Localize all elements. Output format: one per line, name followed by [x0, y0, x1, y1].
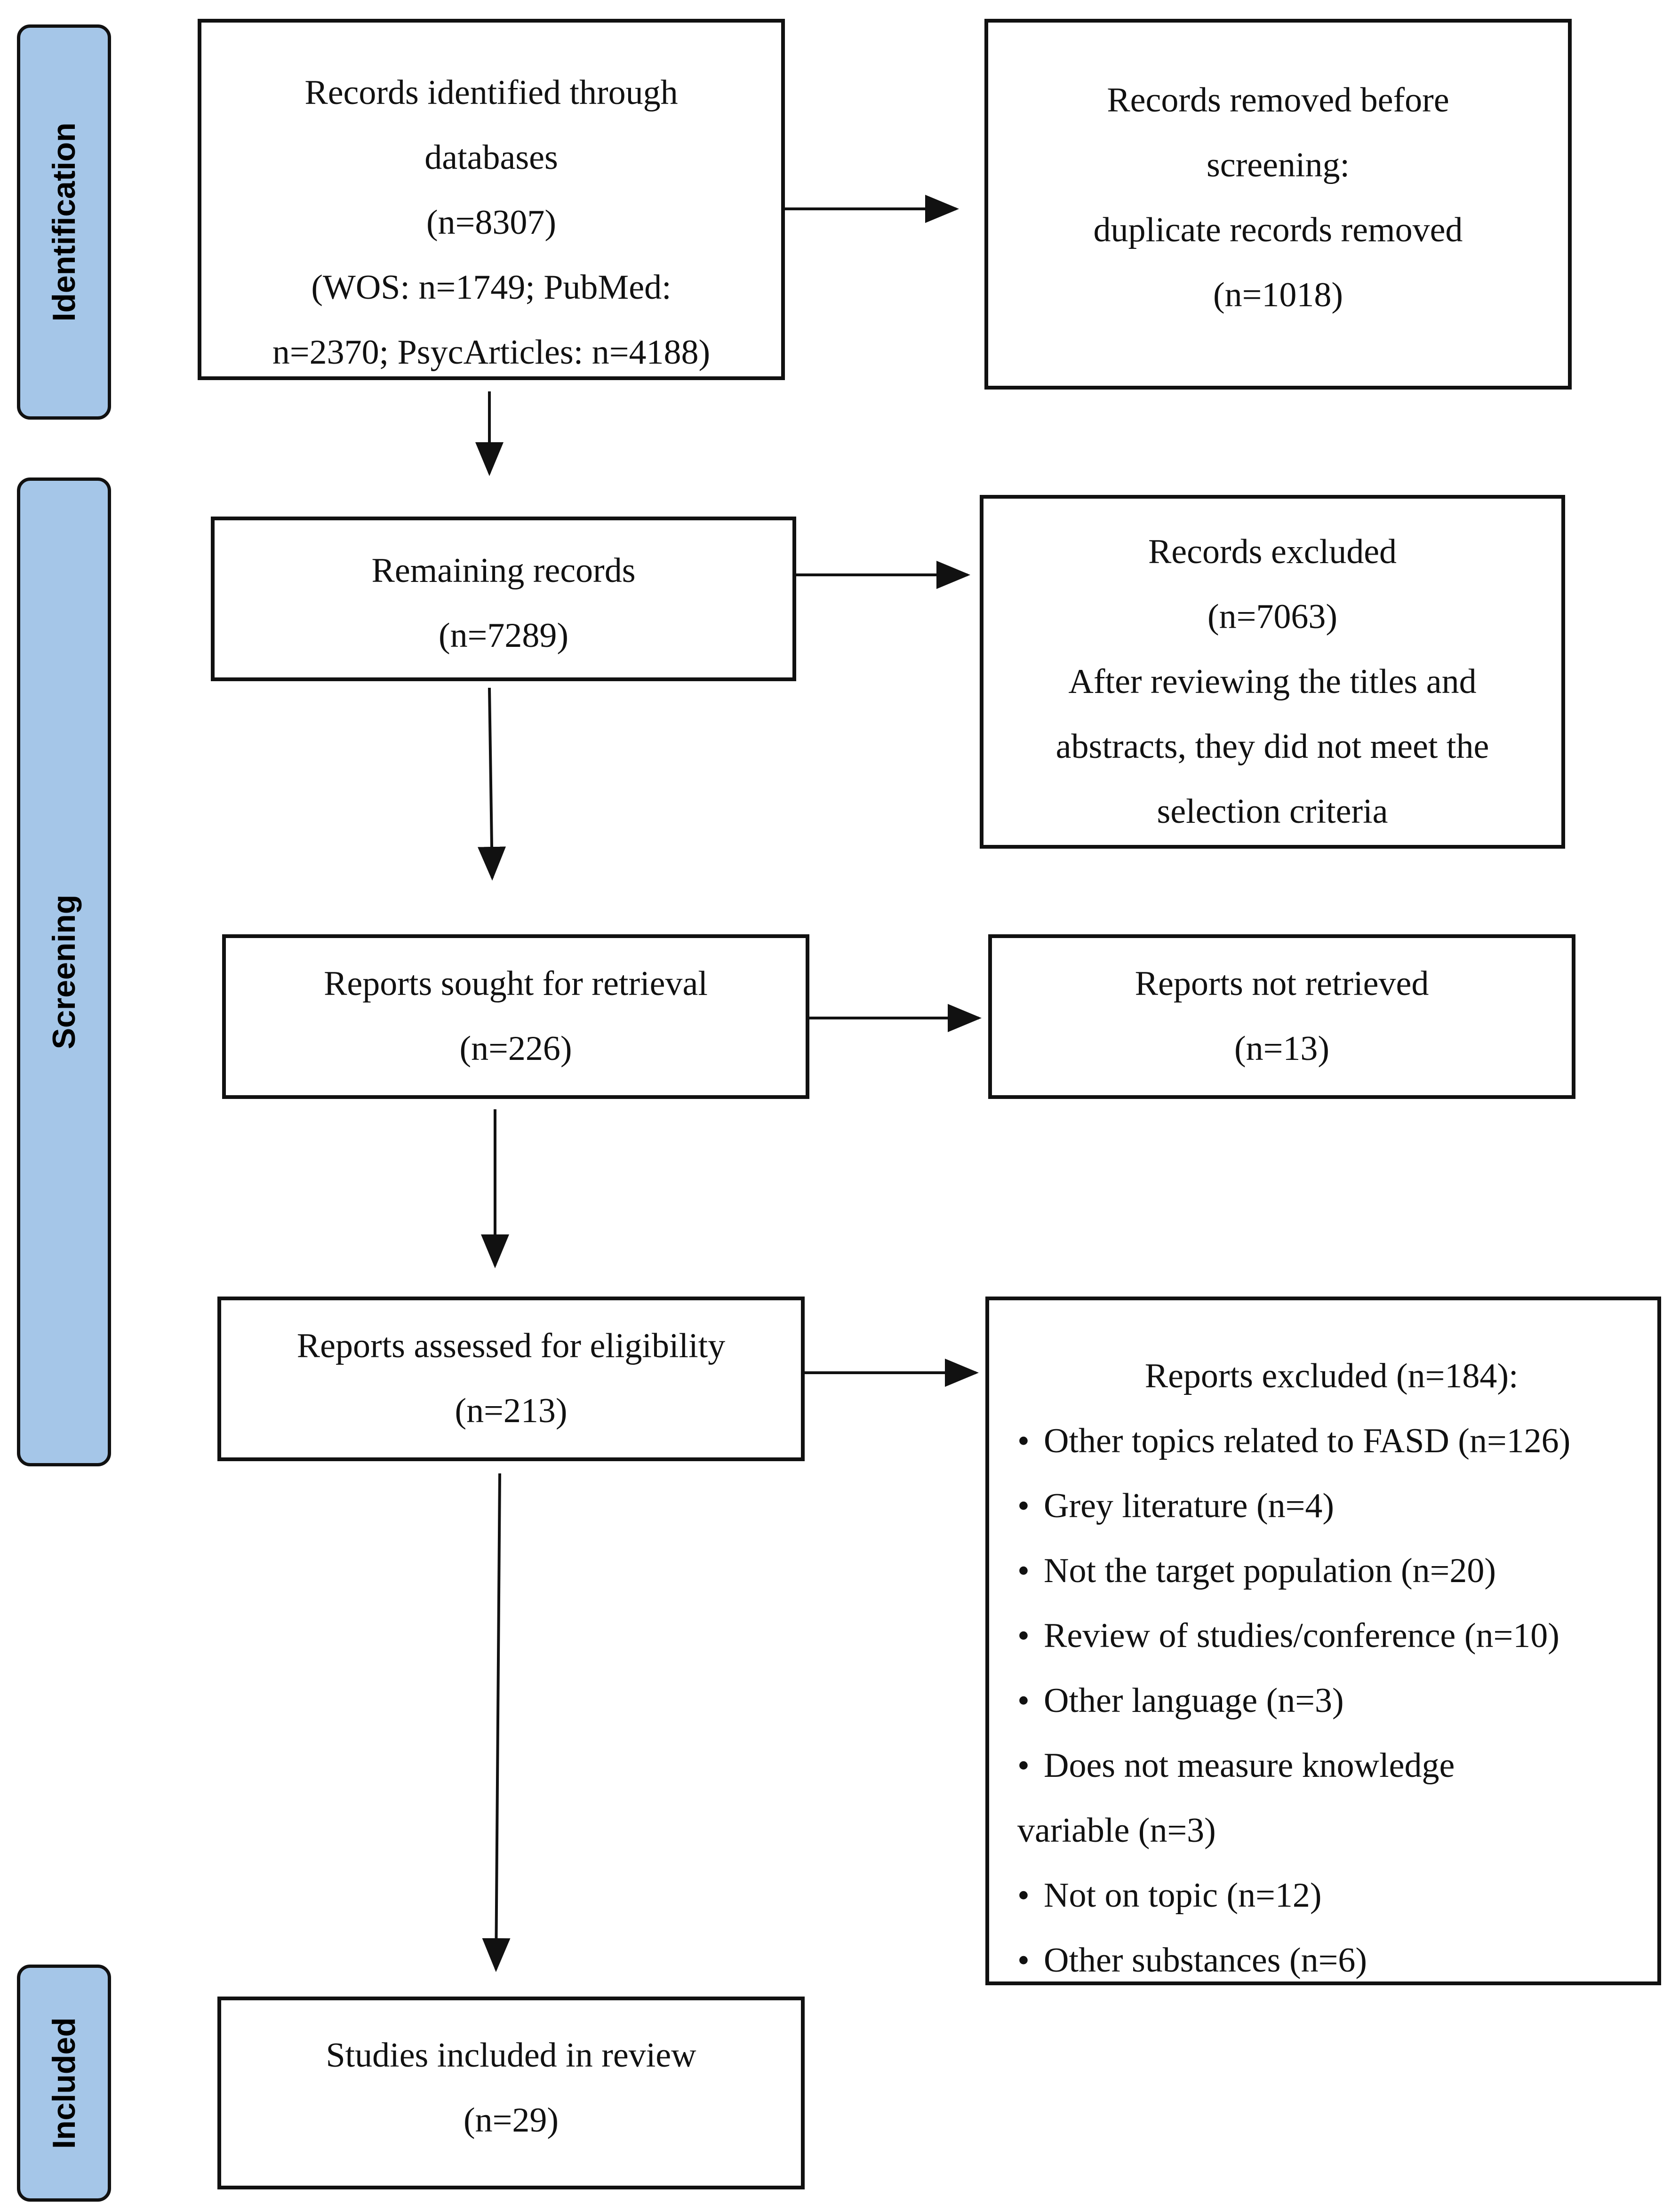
- records-excluded-reason: selection criteria: [1157, 792, 1388, 831]
- records-identified-box: Records identified through databases (n=…: [198, 19, 785, 380]
- exclusion-reason-item: • Other topics related to FASD (n=126): [1017, 1408, 1570, 1473]
- exclusion-reason-item: • Review of studies/conference (n=10): [1017, 1603, 1570, 1668]
- records-excluded-label: Records excluded: [1148, 533, 1397, 571]
- records-identified-line: Records identified through: [304, 73, 678, 112]
- exclusion-reason-text: Does not measure knowledge: [1044, 1746, 1455, 1785]
- bullet-icon: •: [1017, 1422, 1030, 1460]
- reports-assessed-box: Reports assessed for eligibility (n=213): [217, 1297, 805, 1461]
- studies-included-count: (n=29): [463, 2101, 559, 2140]
- exclusion-reason-text: Not the target population (n=20): [1044, 1552, 1496, 1590]
- records-identified-line: (WOS: n=1749; PubMed:: [311, 268, 672, 307]
- phase-included: Included: [17, 1965, 111, 2202]
- arrow-assessed-to-included: [482, 1473, 511, 1972]
- exclusion-reason-continuation: variable (n=3): [1017, 1811, 1216, 1850]
- reports-not-retrieved-count: (n=13): [1234, 1029, 1330, 1068]
- records-identified-line: databases: [424, 138, 558, 177]
- exclusion-reason-text: Other language (n=3): [1044, 1681, 1344, 1720]
- exclusion-reason-item: • Not the target population (n=20): [1017, 1538, 1570, 1603]
- records-excluded-reason: After reviewing the titles and: [1068, 662, 1477, 701]
- remaining-records-box: Remaining records (n=7289): [211, 517, 796, 681]
- bullet-icon: •: [1017, 1487, 1030, 1525]
- reports-sought-box: Reports sought for retrieval (n=226): [222, 934, 809, 1099]
- exclusion-reason-text: Review of studies/conference (n=10): [1044, 1616, 1559, 1655]
- studies-included-box: Studies included in review (n=29): [217, 1997, 805, 2189]
- bullet-icon: •: [1017, 1681, 1030, 1720]
- records-removed-box: Records removed before screening: duplic…: [984, 19, 1572, 390]
- reports-assessed-label: Reports assessed for eligibility: [296, 1327, 726, 1365]
- bullet-icon: •: [1017, 1552, 1030, 1590]
- reports-not-retrieved-box: Reports not retrieved (n=13): [988, 934, 1575, 1099]
- reports-sought-label: Reports sought for retrieval: [324, 964, 708, 1003]
- records-removed-line: duplicate records removed: [1093, 211, 1463, 249]
- reports-not-retrieved-label: Reports not retrieved: [1135, 964, 1429, 1003]
- exclusion-reason-item: • Grey literature (n=4): [1017, 1473, 1570, 1538]
- records-removed-count: (n=1018): [1213, 276, 1343, 314]
- exclusion-reason-text: Other substances (n=6): [1044, 1941, 1367, 1980]
- bullet-icon: •: [1017, 1941, 1030, 1980]
- reports-excluded-box: Reports excluded (n=184): • Other topics …: [985, 1297, 1661, 1985]
- records-identified-line: n=2370; PsycArticles: n=4188): [272, 333, 711, 372]
- reports-excluded-heading: Reports excluded (n=184):: [1144, 1357, 1519, 1395]
- records-excluded-reason: abstracts, they did not meet the: [1055, 727, 1489, 766]
- exclusion-reason-text: Not on topic (n=12): [1044, 1876, 1322, 1915]
- bullet-icon: •: [1017, 1876, 1030, 1915]
- phase-identification: Identification: [17, 24, 111, 420]
- exclusion-reason-item: • Other substances (n=6): [1017, 1928, 1570, 1993]
- studies-included-label: Studies included in review: [326, 2036, 696, 2075]
- exclusion-reason-item: • Other language (n=3): [1017, 1668, 1570, 1733]
- remaining-records-count: (n=7289): [438, 616, 569, 655]
- records-removed-line: Records removed before: [1107, 81, 1449, 119]
- records-identified-count: (n=8307): [426, 203, 557, 242]
- records-excluded-box: Records excluded (n=7063) After reviewin…: [980, 495, 1565, 849]
- reports-assessed-count: (n=213): [455, 1392, 568, 1430]
- arrow-remaining-to-sought: [478, 687, 506, 881]
- records-removed-line: screening:: [1206, 146, 1350, 184]
- records-excluded-count: (n=7063): [1207, 597, 1338, 636]
- phase-screening: Screening: [17, 477, 111, 1466]
- bullet-icon: •: [1017, 1616, 1030, 1655]
- reports-sought-count: (n=226): [459, 1029, 572, 1068]
- exclusion-reason-text: Other topics related to FASD (n=126): [1044, 1422, 1571, 1460]
- exclusion-reason-item: • Not on topic (n=12): [1017, 1863, 1570, 1928]
- bullet-icon: •: [1017, 1746, 1030, 1785]
- remaining-records-label: Remaining records: [371, 551, 636, 590]
- exclusion-reason-text: Grey literature (n=4): [1044, 1487, 1335, 1525]
- exclusion-reason-item: • Does not measure knowledge: [1017, 1733, 1570, 1798]
